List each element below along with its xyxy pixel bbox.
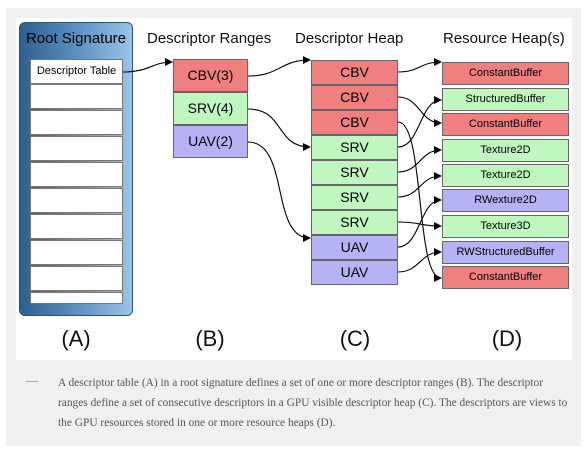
heap-slot-cbv: CBV <box>311 60 398 85</box>
root-slot <box>30 162 123 187</box>
root-slot <box>30 188 123 213</box>
resource-rwstructured-buffer: RWStructuredBuffer <box>442 241 569 264</box>
heap-slot-uav: UAV <box>311 235 398 260</box>
heap-slot-cbv: CBV <box>311 110 398 135</box>
arrow-heap-4 <box>397 146 442 173</box>
heap-slot-srv: SRV <box>311 135 398 160</box>
arrow-heap-0 <box>397 58 442 73</box>
descriptor-heap-title: Descriptor Heap <box>295 30 404 47</box>
label-b: (B) <box>195 326 225 351</box>
root-slot <box>30 84 123 109</box>
root-slot <box>30 136 123 161</box>
arrow-table-to-ranges <box>122 58 173 73</box>
heap-slot-uav: UAV <box>311 260 398 285</box>
heap-slot-srv: SRV <box>311 210 398 235</box>
arrow-heap-8 <box>397 248 442 273</box>
range-cbv: CBV(3) <box>173 59 248 92</box>
arrow-uav-range-to-heap <box>247 141 311 242</box>
arrow-cbv-range-to-heap <box>247 56 311 77</box>
arrow-heap-3 <box>397 96 442 148</box>
heap-slot-cbv: CBV <box>311 85 398 110</box>
arrow-heap-2 <box>397 121 442 282</box>
caption-dash: — <box>26 373 38 387</box>
range-srv: SRV(4) <box>173 92 248 125</box>
resource-heaps-title: Resource Heap(s) <box>443 30 565 47</box>
root-slot <box>30 214 123 239</box>
resource-texture3d: Texture3D <box>442 215 569 238</box>
root-slot <box>30 110 123 135</box>
label-a: (A) <box>61 326 91 351</box>
arrow-heap-7 <box>397 196 442 248</box>
label-c: (C) <box>339 326 371 351</box>
label-d: (D) <box>491 326 523 351</box>
resource-constant-buffer: ConstantBuffer <box>442 113 569 136</box>
range-uav: UAV(2) <box>173 125 248 158</box>
resource-constant-buffer: ConstantBuffer <box>442 62 569 85</box>
resource-constant-buffer: ConstantBuffer <box>442 266 569 289</box>
figure-caption: A descriptor table (A) in a root signatu… <box>58 377 568 429</box>
root-slot-descriptor-table: Descriptor Table <box>30 59 123 84</box>
descriptor-ranges-title: Descriptor Ranges <box>147 30 272 47</box>
resource-structured-buffer: StructuredBuffer <box>442 88 569 111</box>
root-slot <box>30 292 123 304</box>
root-signature-title: Root Signature <box>25 30 127 47</box>
arrow-srv-range-to-heap <box>247 108 311 151</box>
resource-texture2d: Texture2D <box>442 164 569 187</box>
heap-slot-srv: SRV <box>311 185 398 210</box>
resource-rwtexture2d: RWexture2D <box>442 189 569 212</box>
arrow-heap-5 <box>397 172 442 198</box>
root-slot <box>30 240 123 265</box>
heap-slot-srv: SRV <box>311 160 398 185</box>
resource-texture2d: Texture2D <box>442 139 569 162</box>
root-slot <box>30 266 123 291</box>
arrow-heap-1 <box>397 96 442 127</box>
